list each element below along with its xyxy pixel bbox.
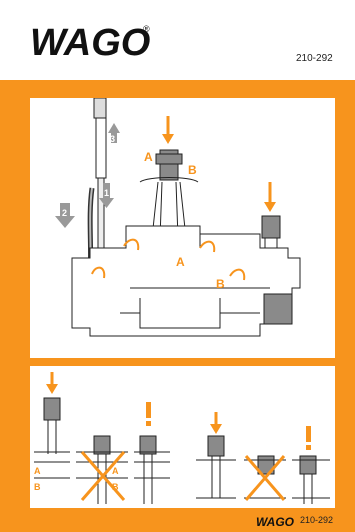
svg-text:A: A — [144, 150, 153, 164]
exclamation-icon — [306, 426, 311, 442]
step-2-arrow-icon: 2 — [55, 203, 75, 228]
screwdriver-icon — [94, 98, 106, 248]
svg-text:3: 3 — [110, 134, 115, 144]
wrong-insertion-2 — [244, 456, 286, 500]
label-a-mid: A — [176, 255, 185, 269]
svg-text:®: ® — [143, 24, 150, 34]
svg-text:2: 2 — [62, 208, 67, 218]
label-b-mid: B — [216, 277, 225, 291]
svg-text:A: A — [34, 466, 41, 476]
correct-insertion-2 — [196, 412, 236, 498]
wago-logo: WAGO ® — [30, 22, 152, 60]
jumper-icon: A B — [140, 116, 198, 238]
svg-text:B: B — [188, 163, 197, 177]
footer-doc-code: 210-292 — [300, 515, 333, 525]
exclamation-icon — [146, 402, 151, 418]
svg-text:A: A — [112, 466, 119, 476]
correct-insertion-1: A B — [34, 372, 70, 492]
svg-text:1: 1 — [104, 188, 109, 198]
step-3-arrow-icon: 3 — [108, 123, 120, 144]
jumper-insertion-panel: A B A B — [30, 366, 335, 508]
assembly-illustration-panel: 3 1 2 A B — [30, 98, 335, 358]
svg-text:WAGO: WAGO — [256, 515, 295, 527]
svg-text:WAGO: WAGO — [30, 22, 150, 60]
header: WAGO ® 210-292 — [0, 0, 355, 80]
jumper-rules-diagram: A B A B — [30, 366, 335, 508]
terminal-block-body — [72, 226, 300, 336]
caution-insertion-1 — [134, 402, 170, 504]
terminal-block-diagram: 3 1 2 A B — [30, 98, 335, 358]
caution-insertion-2 — [292, 426, 330, 504]
svg-text:B: B — [34, 482, 41, 492]
wrong-insertion-1: A B — [76, 436, 128, 504]
doc-code: 210-292 — [296, 53, 333, 64]
footer-wago-logo: WAGO — [256, 515, 296, 527]
svg-text:B: B — [112, 482, 119, 492]
cross-icon — [82, 452, 124, 500]
